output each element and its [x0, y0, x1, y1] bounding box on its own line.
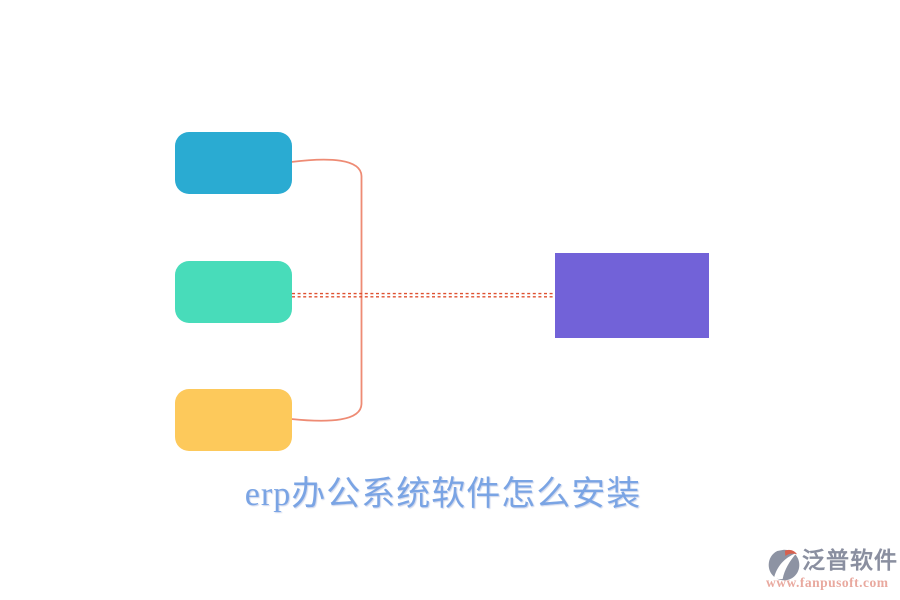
topic-node-green [175, 261, 292, 323]
page-title: erp办公系统软件怎么安装 [244, 476, 642, 513]
main-topic-node-purple [555, 253, 709, 338]
dashed-connector [292, 292, 555, 298]
bracket-connector [290, 158, 363, 422]
topic-node-blue [175, 132, 292, 194]
topic-node-yellow [175, 389, 292, 451]
